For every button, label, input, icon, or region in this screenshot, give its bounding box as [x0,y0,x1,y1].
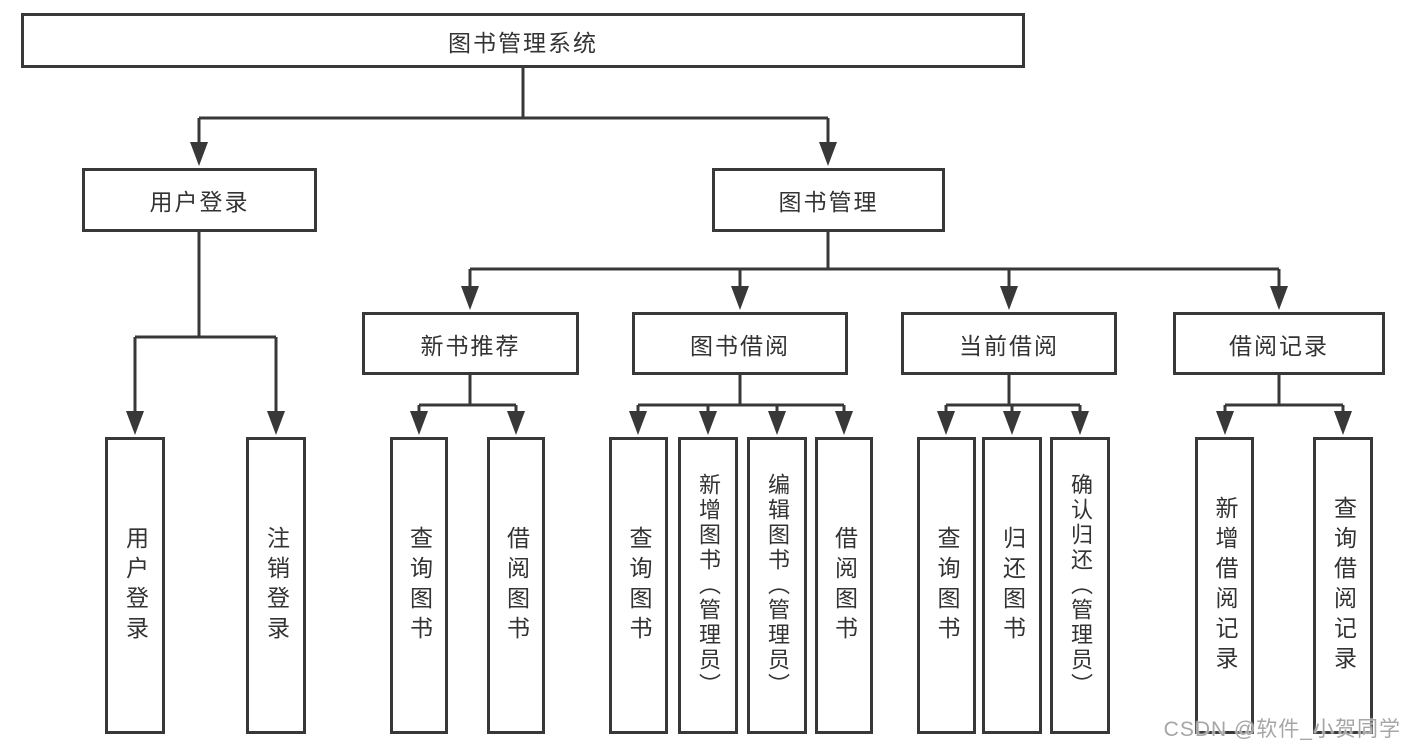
node-leaf-query-books-recommend: 查询图书 [390,437,448,734]
leaf-label: 查询图书 [934,525,960,646]
node-root-system: 图书管理系统 [21,13,1025,68]
leaf-label: 查询图书 [406,525,433,646]
node-borrow-records: 借阅记录 [1173,312,1385,375]
leaf-label: 注销登录 [263,525,290,646]
leaf-label: 借阅图书 [831,525,858,646]
leaf-label: 查询借阅记录 [1330,495,1357,676]
node-leaf-edit-books-admin: 编辑图书（管理员） [747,437,807,734]
node-leaf-query-books-borrow: 查询图书 [609,437,668,734]
leaf-label: 编辑图书（管理员） [765,473,790,698]
node-leaf-user-login: 用户登录 [105,437,165,734]
node-leaf-logout: 注销登录 [246,437,306,734]
node-leaf-query-borrow-record: 查询借阅记录 [1313,437,1373,734]
node-leaf-confirm-return-admin: 确认归还（管理员） [1050,437,1110,734]
node-leaf-add-borrow-record: 新增借阅记录 [1195,437,1254,734]
leaf-label: 归还图书 [999,525,1026,646]
leaf-label: 借阅图书 [503,525,530,646]
node-leaf-add-books-admin: 新增图书（管理员） [678,437,738,734]
leaf-label: 用户登录 [122,525,149,646]
node-leaf-borrow-books: 借阅图书 [815,437,873,734]
node-user-login: 用户登录 [82,168,317,232]
node-leaf-query-books-current: 查询图书 [917,437,976,734]
node-current-borrow: 当前借阅 [901,312,1117,375]
leaf-label: 查询图书 [626,525,652,646]
node-book-borrow: 图书借阅 [632,312,848,375]
node-leaf-return-books: 归还图书 [982,437,1042,734]
leaf-label: 确认归还（管理员） [1068,473,1093,698]
leaf-label: 新增图书（管理员） [696,473,721,698]
node-new-book-recommend: 新书推荐 [362,312,579,375]
leaf-label: 新增借阅记录 [1212,495,1238,676]
node-book-management: 图书管理 [712,168,945,232]
node-leaf-borrow-books-recommend: 借阅图书 [487,437,545,734]
